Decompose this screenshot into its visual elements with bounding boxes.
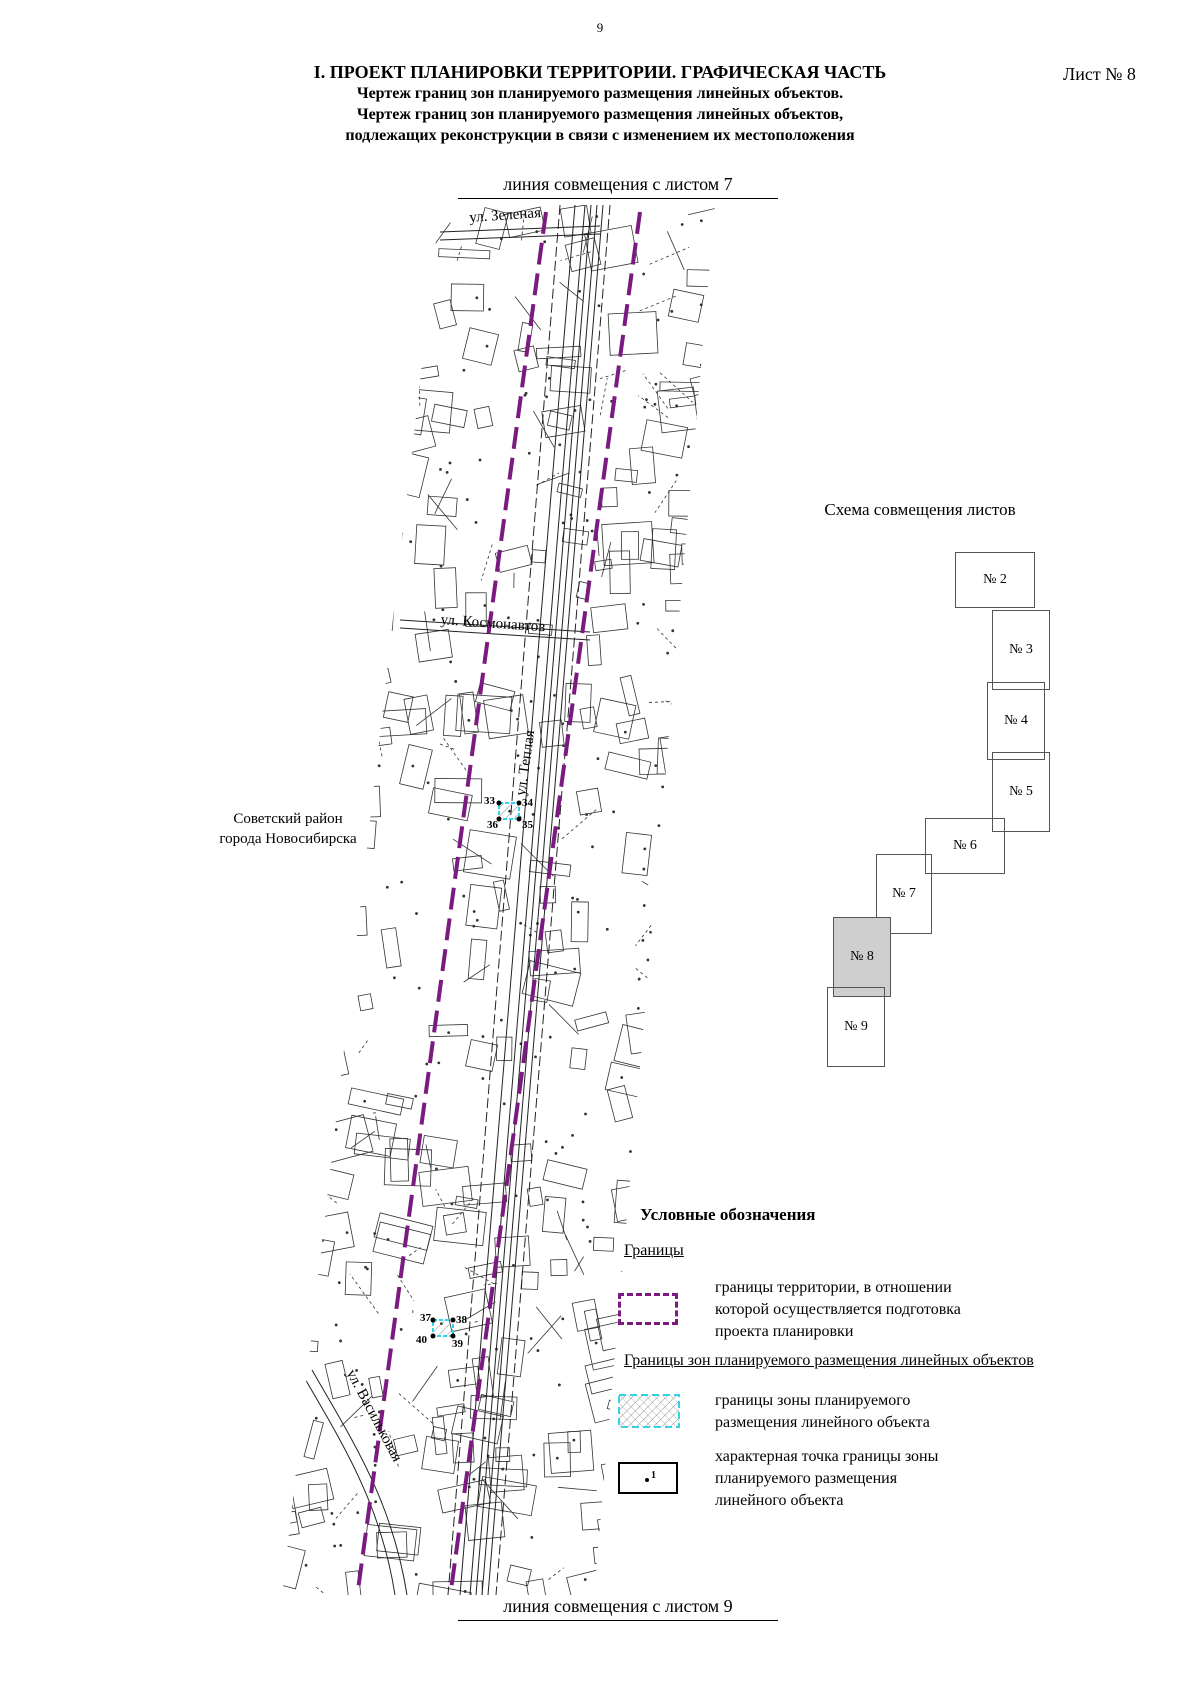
- legend-point-symbol: 1: [618, 1462, 678, 1494]
- legend-text-line: планируемого размещения: [715, 1470, 898, 1487]
- district-label: Советский район города Новосибирска: [188, 809, 388, 849]
- scheme-sheet-5: № 5: [992, 752, 1050, 832]
- legend-zone-symbol: [618, 1394, 680, 1428]
- point-label: 37: [420, 1312, 431, 1324]
- district-line-1: Советский район: [233, 811, 343, 827]
- title-line-2: Чертеж границ зон планируемого размещени…: [356, 85, 844, 102]
- scheme-sheet-7: № 7: [876, 854, 932, 934]
- legend-group-zones: Границы зон планируемого размещения лине…: [624, 1352, 1034, 1369]
- legend-text-line: границы территории, в отношении: [715, 1279, 952, 1296]
- point-label: 33: [484, 795, 495, 807]
- point-label: 36: [487, 819, 498, 831]
- point-label: 34: [522, 797, 533, 809]
- legend-text-line: характерная точка границы зоны: [715, 1448, 939, 1465]
- point-label: 39: [452, 1338, 463, 1350]
- scheme-sheet-8: № 8: [833, 917, 891, 997]
- street-lines: [299, 225, 601, 1595]
- zone-area-1: [498, 802, 520, 820]
- legend-item-zone: границы зоны планируемого размещения лин…: [715, 1390, 930, 1434]
- scheme-sheet-2: № 2: [955, 552, 1035, 608]
- legend-text-line: проекта планировки: [715, 1323, 854, 1340]
- title-line-3: Чертеж границ зон планируемого размещени…: [356, 106, 844, 123]
- scheme-sheet-6: № 6: [925, 818, 1005, 874]
- title-line-4: подлежащих реконструкции в связи с измен…: [345, 127, 855, 144]
- zone-area-2: [432, 1319, 454, 1337]
- territory-boundary: [356, 211, 642, 1591]
- legend-text-line: линейного объекта: [715, 1492, 844, 1509]
- legend-point-symbol-label: 1: [651, 1470, 656, 1481]
- title-line-1: I. ПРОЕКТ ПЛАНИРОВКИ ТЕРРИТОРИИ. ГРАФИЧЕ…: [313, 62, 887, 82]
- point-label: 38: [456, 1314, 467, 1326]
- sheet-number: Лист № 8: [1063, 64, 1136, 84]
- characteristic-points: [430, 800, 522, 1339]
- point-label: 40: [416, 1334, 427, 1346]
- legend-text-line: границы зоны планируемого: [715, 1392, 911, 1409]
- page-title: I. ПРОЕКТ ПЛАНИРОВКИ ТЕРРИТОРИИ. ГРАФИЧЕ…: [150, 62, 1050, 146]
- scheme-sheet-3: № 3: [992, 610, 1050, 690]
- match-line-bottom: линия совмещения с листом 9: [458, 1596, 778, 1621]
- point-dot-icon: [645, 1478, 649, 1482]
- legend-item-point: характерная точка границы зоны планируем…: [715, 1446, 938, 1512]
- legend-title: Условные обозначения: [640, 1205, 816, 1224]
- legend-text-line: которой осуществляется подготовка: [715, 1301, 961, 1318]
- point-label: 35: [522, 819, 533, 831]
- scheme-sheet-9: № 9: [827, 987, 885, 1067]
- match-line-top: линия совмещения с листом 7: [458, 174, 778, 199]
- legend-text-line: размещения линейного объекта: [715, 1414, 930, 1431]
- legend-territory-boundary-symbol: [618, 1293, 678, 1325]
- legend-item-territory: границы территории, в отношении которой …: [715, 1277, 961, 1343]
- legend-group-boundaries: Границы: [624, 1242, 684, 1259]
- page-number: 9: [596, 20, 604, 35]
- district-line-2: города Новосибирска: [219, 831, 357, 847]
- scheme-sheet-4: № 4: [987, 682, 1045, 760]
- map-base: [282, 205, 715, 1595]
- scheme-title: Схема совмещения листов: [824, 500, 1016, 519]
